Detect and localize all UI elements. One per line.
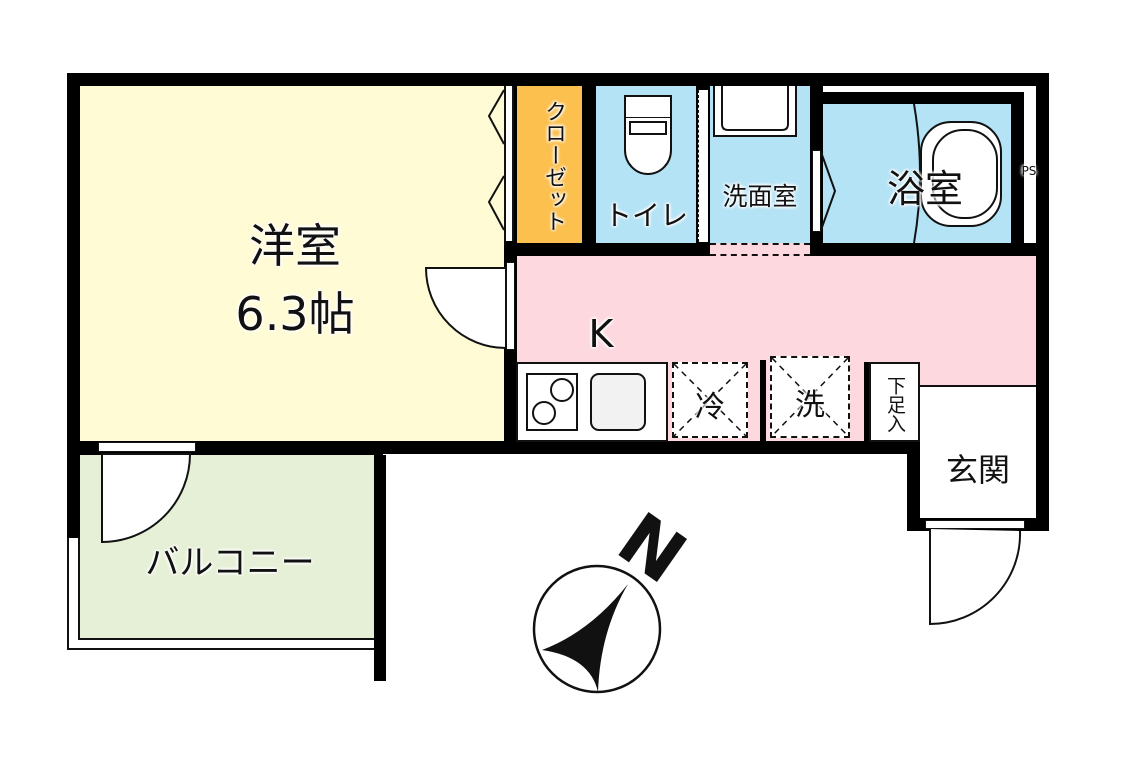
closet-area [517,86,582,243]
balcony-rail-inner [78,538,374,640]
stove-icon [526,373,578,431]
wall-bath-right [1011,92,1024,256]
western-room-label: 洋室 [249,219,341,273]
toilet-sliding-door [698,90,708,242]
balcony-rail [67,538,374,650]
wall-bath-top [810,92,1024,104]
wall-balcony-right [374,455,386,681]
room-door-swing-icon [424,267,507,350]
entrance-door-opening [925,520,1025,529]
balcony-label: バルコニー [145,543,315,583]
balcony-door-swing-icon [101,453,192,544]
balcony-rail-fill [69,538,78,648]
shoe-box [869,362,920,442]
balcony-door-opening [98,442,196,452]
western-room-size: 6.3帖 [235,287,355,341]
toilet-icon [624,95,672,175]
shoe-box-label: 下足入 [884,375,906,433]
pipe-space-box [1024,86,1036,243]
toilet-label: トイレ [603,199,688,232]
wash-bath-door-opening [812,150,821,232]
fridge-label: 冷 [695,390,725,425]
wall-kitchen-bottom [383,441,920,454]
wall-shoebox-left [864,362,870,441]
washbasin-icon [713,86,797,137]
wall-closet-toilet [582,73,596,256]
closet-folding-door-icon [487,89,505,231]
closet-doors-opening [504,86,514,241]
wall-right [1036,73,1049,531]
western-room-area [80,86,504,441]
compass-icon [532,564,662,694]
wall-fridge-wash-divider [760,360,766,441]
entrance-door-swing-icon [929,529,1022,626]
washroom-label: 洗面室 [722,182,798,211]
washer-label: 洗 [795,388,825,423]
wall-top [67,73,1049,86]
bath-curtain-icon [913,103,921,244]
wall-left-upper [67,73,80,538]
closet-label: クローゼット [541,100,566,232]
entrance-area [920,385,1036,518]
kitchen-label: K [588,312,614,356]
wall-entrance-left [907,441,920,531]
entrance-label: 玄関 [945,451,1010,489]
bathtub-icon [920,121,1002,227]
fridge-cross-icon [673,363,747,437]
washroom-opening [710,243,810,256]
washer-cross-icon [771,357,849,437]
bath-door-arrow-icon [820,151,837,231]
bathroom-label: 浴室 [886,167,963,211]
balcony-rail-fill-bottom [69,640,374,648]
sink-icon [590,373,646,431]
pipe-space-label: PS [1021,164,1037,178]
